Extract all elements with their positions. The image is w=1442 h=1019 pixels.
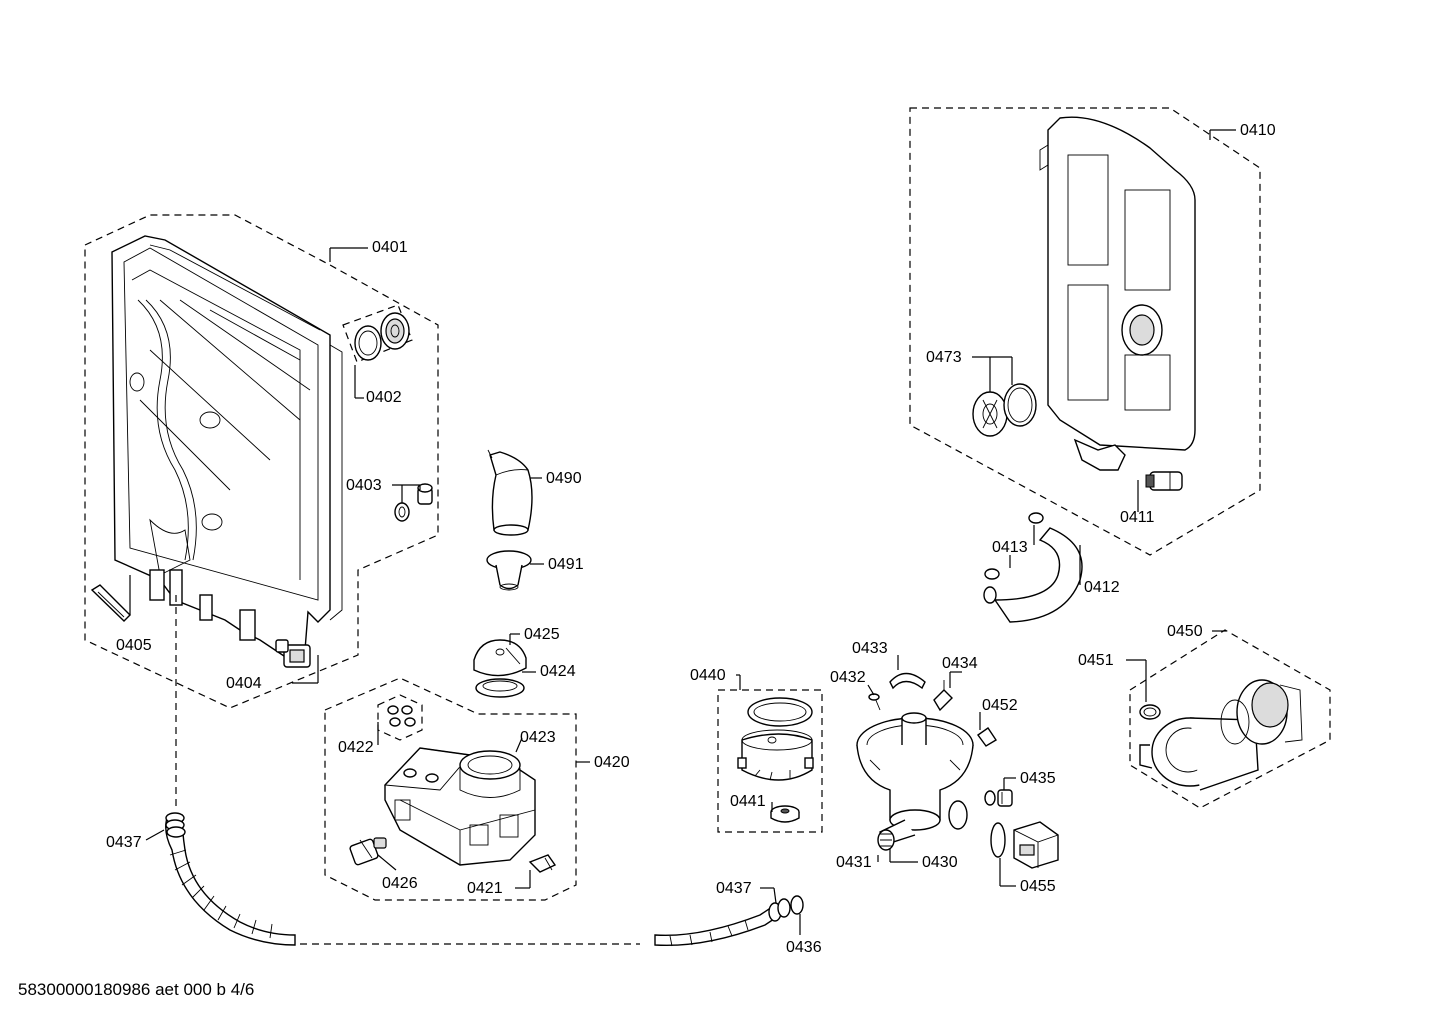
label-0441: 0441 [730, 793, 766, 810]
label-0490: 0490 [546, 470, 582, 487]
label-0491: 0491 [548, 556, 584, 573]
part-0425-lid [473, 639, 527, 677]
part-0432-screw [868, 693, 881, 711]
side-panel-0401 [111, 235, 343, 661]
part-0412-hose [983, 527, 1083, 623]
part-0450-circulation-pump [1139, 679, 1303, 791]
part-0431-connector [877, 829, 895, 851]
label-0412: 0412 [1084, 579, 1120, 596]
label-0413: 0413 [992, 539, 1028, 556]
part-0490-funnel [487, 449, 533, 536]
label-0420: 0420 [594, 754, 630, 771]
document-code: 58300000180986 aet 000 b 4/6 [18, 980, 255, 999]
label-0426: 0426 [382, 875, 418, 892]
label-0403: 0403 [346, 477, 382, 494]
part-0434-clip [933, 680, 953, 712]
label-0425: 0425 [524, 626, 560, 643]
part-0404-valve [275, 639, 311, 668]
label-0433: 0433 [852, 640, 888, 657]
part-0411-valve [1145, 471, 1183, 491]
label-0455: 0455 [1020, 878, 1056, 895]
label-0450: 0450 [1167, 623, 1203, 640]
part-0435-valve [984, 789, 1013, 807]
group-0410-boundary [909, 107, 1261, 556]
part-0430-sump [856, 712, 974, 846]
label-0430: 0430 [922, 854, 958, 871]
label-0410: 0410 [1240, 122, 1276, 139]
part-0473-filter [972, 383, 1037, 437]
part-0426-sensor [349, 837, 387, 866]
label-0451: 0451 [1078, 652, 1114, 669]
part-0437-drain-hose-right [654, 895, 804, 947]
label-0423: 0423 [520, 729, 556, 746]
label-0437-left: 0437 [106, 834, 142, 851]
label-0436: 0436 [786, 939, 822, 956]
label-0424: 0424 [540, 663, 576, 680]
part-0424-ring [475, 678, 525, 698]
label-0432: 0432 [830, 669, 866, 686]
label-0421: 0421 [467, 880, 503, 897]
part-0491-cap [486, 550, 532, 591]
label-0437-right: 0437 [716, 880, 752, 897]
part-0433-clamp [889, 672, 926, 690]
label-0434: 0434 [942, 655, 978, 672]
group-0440-boundary [717, 689, 823, 833]
part-0451-clamp [1139, 704, 1161, 720]
part-0455-pump [990, 821, 1059, 869]
part-0440-filter-housing [737, 697, 814, 781]
label-0405: 0405 [116, 637, 152, 654]
label-0404: 0404 [226, 675, 262, 692]
label-0401: 0401 [372, 239, 408, 256]
part-0437-drain-hose-left [165, 812, 296, 946]
part-0422-small-parts [377, 694, 423, 741]
label-0435: 0435 [1020, 770, 1056, 787]
label-0431: 0431 [836, 854, 872, 871]
part-0421-bracket [528, 854, 557, 873]
part-0403-fitting [394, 483, 433, 522]
group-0450-boundary [1129, 629, 1331, 809]
label-0411: 0411 [1120, 509, 1155, 526]
label-0452: 0452 [982, 697, 1018, 714]
label-0422: 0422 [338, 739, 374, 756]
part-0405-clip [90, 584, 131, 622]
part-0402-seal [342, 304, 413, 363]
part-0420-softener [384, 747, 536, 866]
group-0420-boundary [324, 677, 577, 901]
label-0402: 0402 [366, 389, 402, 406]
part-0410-panel [1039, 116, 1196, 471]
label-0473: 0473 [926, 349, 962, 366]
part-0452-clip [977, 727, 997, 747]
part-0441-nozzle [770, 805, 800, 823]
part-0413-clamp [984, 512, 1044, 580]
group-0401-boundary [84, 214, 439, 709]
label-0440: 0440 [690, 667, 726, 684]
